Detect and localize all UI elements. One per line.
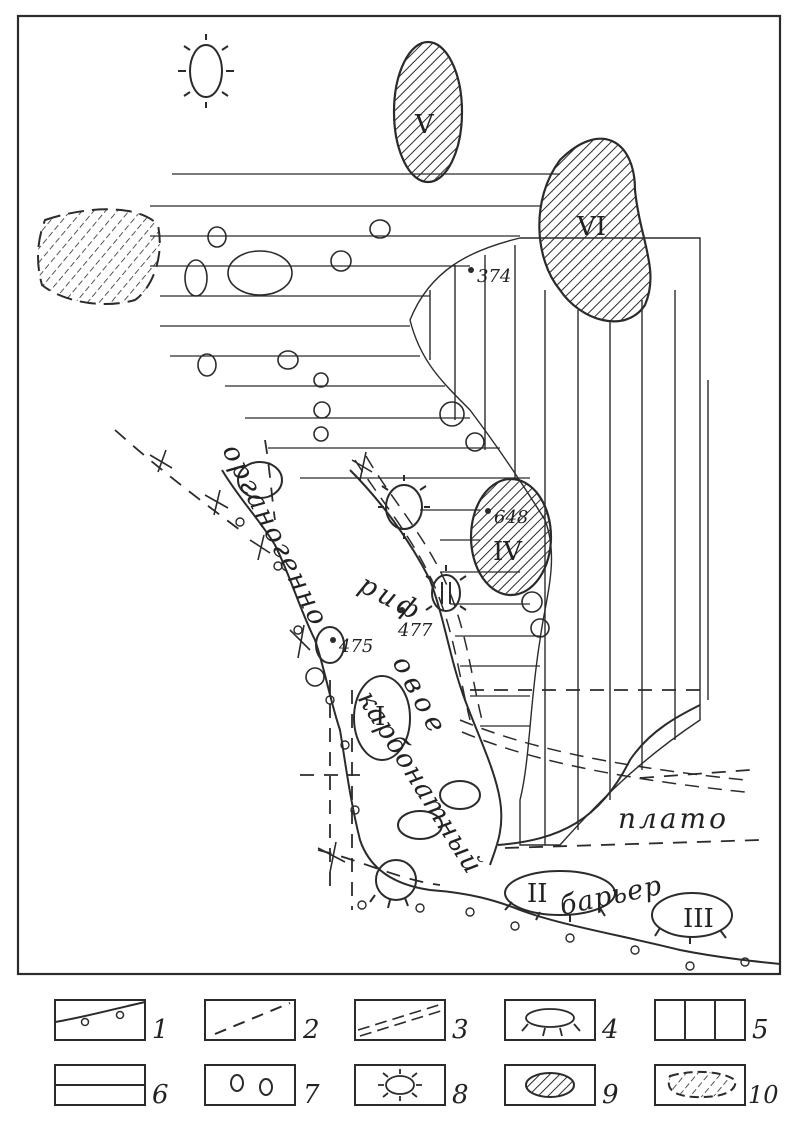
svg-text:6: 6 xyxy=(152,1080,169,1110)
hachured-ellipses xyxy=(237,461,733,944)
zone-label-ii: II xyxy=(527,879,548,909)
legend-item-6: 6 xyxy=(54,1064,169,1110)
zone-vi-hatched xyxy=(538,137,652,323)
reef-edge-teeth xyxy=(235,517,750,971)
zone-v-hatched xyxy=(392,40,464,184)
svg-text:7: 7 xyxy=(303,1080,320,1110)
svg-text:4: 4 xyxy=(601,1015,619,1045)
legend-item-8: 8 xyxy=(354,1064,469,1110)
well-label-477: 477 xyxy=(397,620,433,641)
zone-iv-hatched xyxy=(469,477,553,597)
svg-text:10: 10 xyxy=(748,1081,779,1109)
svg-text:2: 2 xyxy=(302,1015,320,1045)
legend-item-4: 4 xyxy=(504,999,619,1045)
spiked-ellipse-reef-2 xyxy=(425,565,467,612)
legend-item-3: 3 xyxy=(354,999,469,1045)
map-frame xyxy=(16,14,782,976)
well-label-648: 648 xyxy=(494,507,528,528)
well-points: 374 648 477 475 xyxy=(330,266,528,657)
zone-label-vi: VI xyxy=(576,212,606,242)
spiked-ellipse-top xyxy=(178,34,234,108)
reef-name-labels: органогенно риф овое карбонатный барьер … xyxy=(216,439,729,922)
zone-label-i: I xyxy=(375,702,385,732)
vertical-hatching-zone xyxy=(409,237,709,846)
spiked-ellipse-reef-1 xyxy=(378,475,430,539)
plateau-boundary xyxy=(497,704,701,846)
svg-text:5: 5 xyxy=(752,1015,769,1045)
svg-text:9: 9 xyxy=(602,1080,619,1110)
zone-labels: V VI IV I II III xyxy=(375,110,714,934)
double-dashed-line-symbol xyxy=(357,1003,445,1037)
dashed-hatched-outline-symbol xyxy=(667,1070,737,1099)
label-barer: барьер xyxy=(557,870,665,922)
zone-label-iv: IV xyxy=(493,537,523,567)
svg-text:1: 1 xyxy=(152,1015,169,1045)
legend-item-10: 10 xyxy=(654,1064,779,1109)
ellipse-hachured-below-symbol xyxy=(521,1008,581,1037)
ellipse-with-spikes-symbol xyxy=(378,1069,422,1101)
label-rif: риф xyxy=(354,569,428,628)
legend-item-1: 1 xyxy=(54,999,169,1045)
legend-item-7: 7 xyxy=(204,1064,320,1110)
spiked-ellipse-reef-3 xyxy=(315,626,345,664)
small-circles-zone xyxy=(184,219,550,687)
legend: 1 2 3 4 xyxy=(54,999,779,1110)
legend-item-9: 9 xyxy=(504,1064,619,1110)
vertical-hatching-symbol xyxy=(684,1000,716,1040)
small-circles-symbol xyxy=(230,1074,273,1096)
svg-text:3: 3 xyxy=(452,1015,469,1045)
double-dashed-lines xyxy=(354,455,746,793)
fault-crosses xyxy=(149,449,373,873)
svg-text:8: 8 xyxy=(452,1080,469,1110)
reef-edge-line-symbol xyxy=(54,1001,146,1023)
well-label-475: 475 xyxy=(338,636,373,657)
well-label-374: 374 xyxy=(477,266,511,287)
label-plato: плато xyxy=(618,802,729,835)
diagonal-hatched-ellipse-symbol xyxy=(525,1072,575,1098)
dashed-fault-line-symbol xyxy=(214,1002,291,1035)
legend-item-5: 5 xyxy=(654,999,769,1045)
zone-label-v: V xyxy=(414,110,435,140)
zone-label-iii: III xyxy=(683,904,714,934)
dashed-hatched-patch xyxy=(37,208,161,306)
legend-item-2: 2 xyxy=(204,999,320,1045)
reef-body-outline xyxy=(221,469,780,965)
